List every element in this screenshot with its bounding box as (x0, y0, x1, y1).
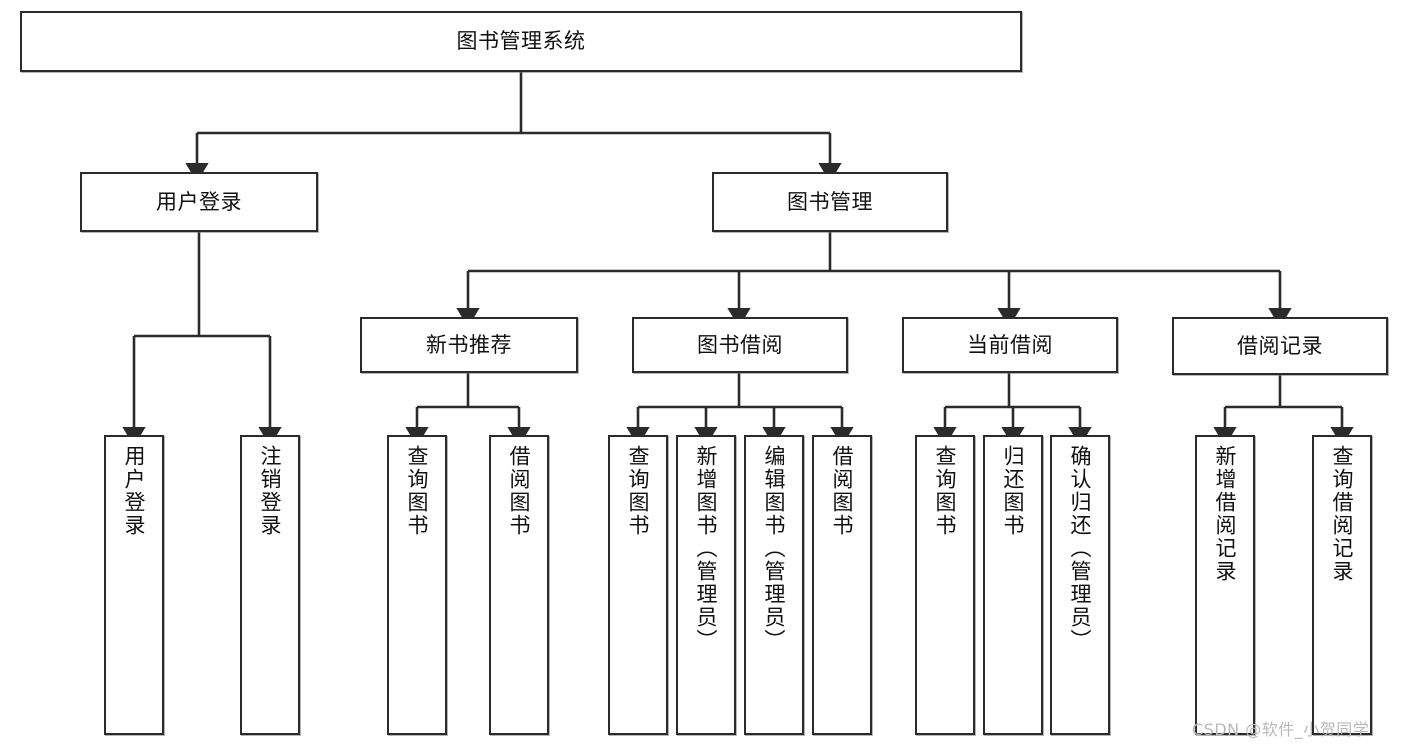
node-book-borrow[interactable]: 图书借阅 (632, 317, 848, 373)
node-leaf-confirm-return[interactable]: 确认归还（管理员） (1050, 435, 1110, 735)
node-leaf-query-record[interactable]: 查询借阅记录 (1312, 435, 1372, 735)
node-leaf-borrow-book-1[interactable]: 借阅图书 (489, 435, 549, 735)
node-leaf-confirm-return-label: 确认归还（管理员） (1068, 445, 1093, 652)
node-user-login[interactable]: 用户登录 (80, 172, 318, 232)
node-leaf-add-book[interactable]: 新增图书（管理员） (676, 435, 736, 735)
node-leaf-logout[interactable]: 注销登录 (240, 435, 300, 735)
node-leaf-query-book-1[interactable]: 查询图书 (387, 435, 447, 735)
node-leaf-query-book-2[interactable]: 查询图书 (608, 435, 668, 735)
node-borrow-record[interactable]: 借阅记录 (1172, 317, 1388, 375)
node-book-borrow-label: 图书借阅 (697, 332, 783, 357)
node-book-manage[interactable]: 图书管理 (712, 172, 948, 232)
node-leaf-user-login[interactable]: 用户登录 (104, 435, 164, 735)
watermark: CSDN @软件_小贺同学 (1192, 720, 1370, 739)
node-root[interactable]: 图书管理系统 (20, 11, 1022, 72)
node-leaf-edit-book-label: 编辑图书（管理员） (762, 445, 787, 652)
node-leaf-query-book-3[interactable]: 查询图书 (915, 435, 975, 735)
node-new-book-recommend[interactable]: 新书推荐 (360, 317, 578, 373)
node-current-borrow-label: 当前借阅 (967, 332, 1053, 357)
node-current-borrow[interactable]: 当前借阅 (902, 317, 1118, 373)
node-leaf-query-book-2-label: 查询图书 (626, 445, 651, 537)
node-user-login-label: 用户登录 (156, 189, 242, 214)
node-leaf-borrow-book-2[interactable]: 借阅图书 (812, 435, 872, 735)
node-root-label: 图书管理系统 (456, 29, 586, 54)
node-leaf-query-book-1-label: 查询图书 (405, 445, 430, 537)
node-leaf-logout-label: 注销登录 (258, 445, 283, 537)
node-leaf-query-record-label: 查询借阅记录 (1330, 445, 1355, 583)
node-leaf-return-book[interactable]: 归还图书 (983, 435, 1043, 735)
node-leaf-user-login-label: 用户登录 (122, 445, 147, 537)
node-leaf-add-record-label: 新增借阅记录 (1213, 445, 1238, 583)
node-book-manage-label: 图书管理 (787, 189, 873, 214)
node-leaf-edit-book[interactable]: 编辑图书（管理员） (744, 435, 804, 735)
node-leaf-add-book-label: 新增图书（管理员） (694, 445, 719, 652)
node-new-book-recommend-label: 新书推荐 (426, 332, 512, 357)
node-leaf-add-record[interactable]: 新增借阅记录 (1195, 435, 1255, 735)
node-borrow-record-label: 借阅记录 (1237, 333, 1323, 358)
node-leaf-return-book-label: 归还图书 (1001, 445, 1026, 537)
node-leaf-borrow-book-2-label: 借阅图书 (830, 445, 855, 537)
node-leaf-borrow-book-1-label: 借阅图书 (507, 445, 532, 537)
node-leaf-query-book-3-label: 查询图书 (933, 445, 958, 537)
